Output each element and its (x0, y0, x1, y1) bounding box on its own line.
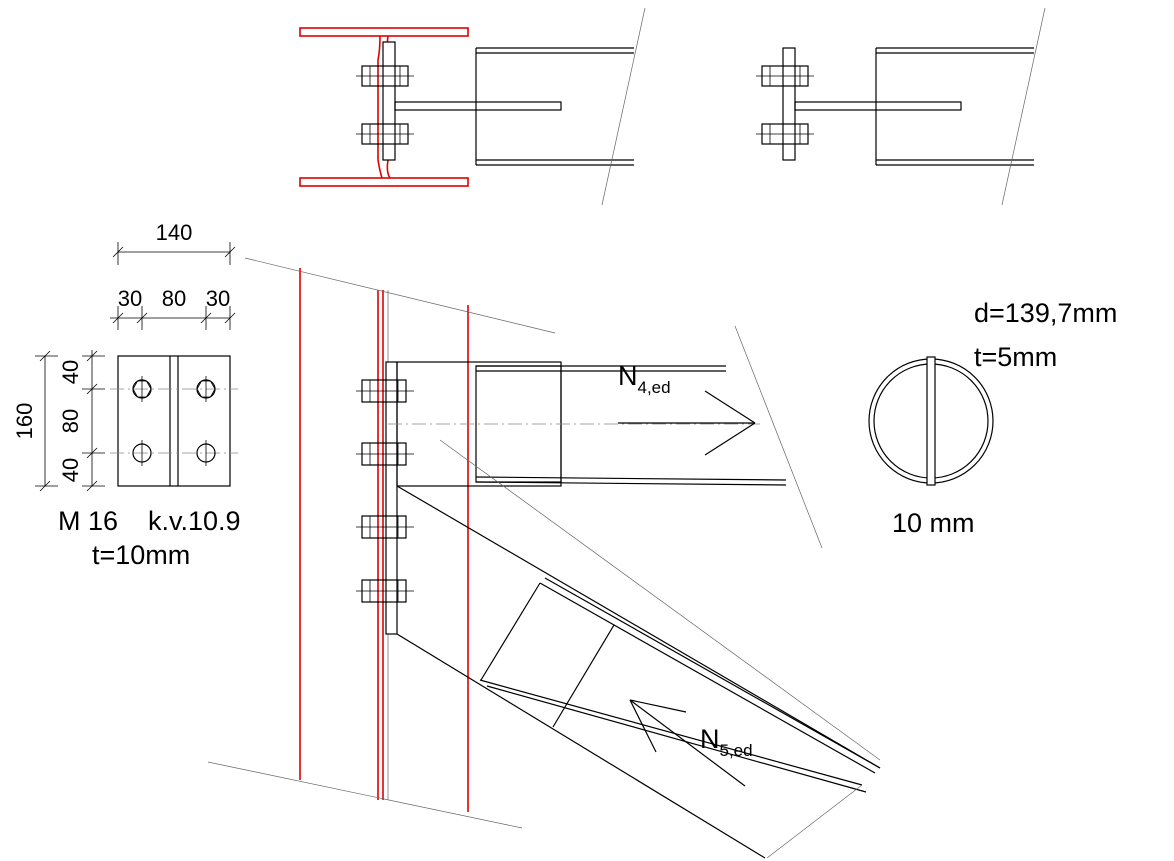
force-arrow-n5 (629, 699, 746, 787)
brace-n4 (388, 325, 823, 549)
column-flange-bottom (299, 177, 469, 187)
dim-plate-height: 160 (12, 403, 37, 440)
dim-bolt-spacing-horizontal: 80 (162, 286, 186, 311)
force-label-n4: N4,ed (618, 361, 671, 397)
bolt-label: M 16 (58, 506, 118, 536)
bolt-group (756, 65, 814, 145)
force-arrow-n4 (618, 390, 756, 456)
break-line (734, 325, 823, 549)
dim-bolt-spacing-vertical: 80 (58, 409, 83, 433)
plate-outline (117, 355, 231, 487)
end-plate (382, 41, 396, 161)
brace-tube (875, 47, 1034, 166)
bolt-group (356, 379, 414, 603)
bolt-holes (132, 376, 216, 466)
column-web-left (377, 35, 383, 179)
break-line (766, 784, 863, 859)
end-plate (782, 47, 796, 161)
main-elevation: N4,ed N5,ed (207, 257, 881, 859)
dim-edge-left: 30 (118, 286, 142, 311)
tube-cross-section: d=139,7mm t=5mm 10 mm (868, 298, 1117, 538)
top-view-plate-connection (756, 7, 1046, 206)
brace-tube (475, 47, 634, 166)
brace-n5 (396, 439, 881, 859)
end-plate (385, 361, 398, 635)
end-plate-detail: 140 30 80 30 160 40 80 40 (12, 220, 241, 570)
top-view-column-connection (299, 7, 646, 206)
bolt-group (356, 65, 414, 145)
plate-thickness-label: t=10mm (92, 540, 190, 570)
break-line (1001, 7, 1046, 206)
dim-edge-bottom: 40 (58, 458, 83, 482)
column-flange-top (299, 27, 469, 37)
break-line (601, 7, 646, 206)
bolt-grade-label: k.v.10.9 (148, 506, 241, 536)
break-line-top (244, 257, 556, 334)
tube-diameter-label: d=139,7mm (974, 298, 1117, 328)
gusset-thickness-label: 10 mm (892, 508, 975, 538)
dim-edge-right: 30 (206, 286, 230, 311)
break-line-bottom (207, 761, 523, 829)
dim-edge-top: 40 (58, 360, 83, 384)
gusset-section (926, 356, 936, 486)
force-label-n5: N5,ed (700, 724, 753, 760)
tube-thickness-label: t=5mm (974, 342, 1057, 372)
gusset-plate (794, 101, 962, 111)
dim-plate-width: 140 (156, 220, 193, 245)
gusset-plate (394, 101, 562, 111)
